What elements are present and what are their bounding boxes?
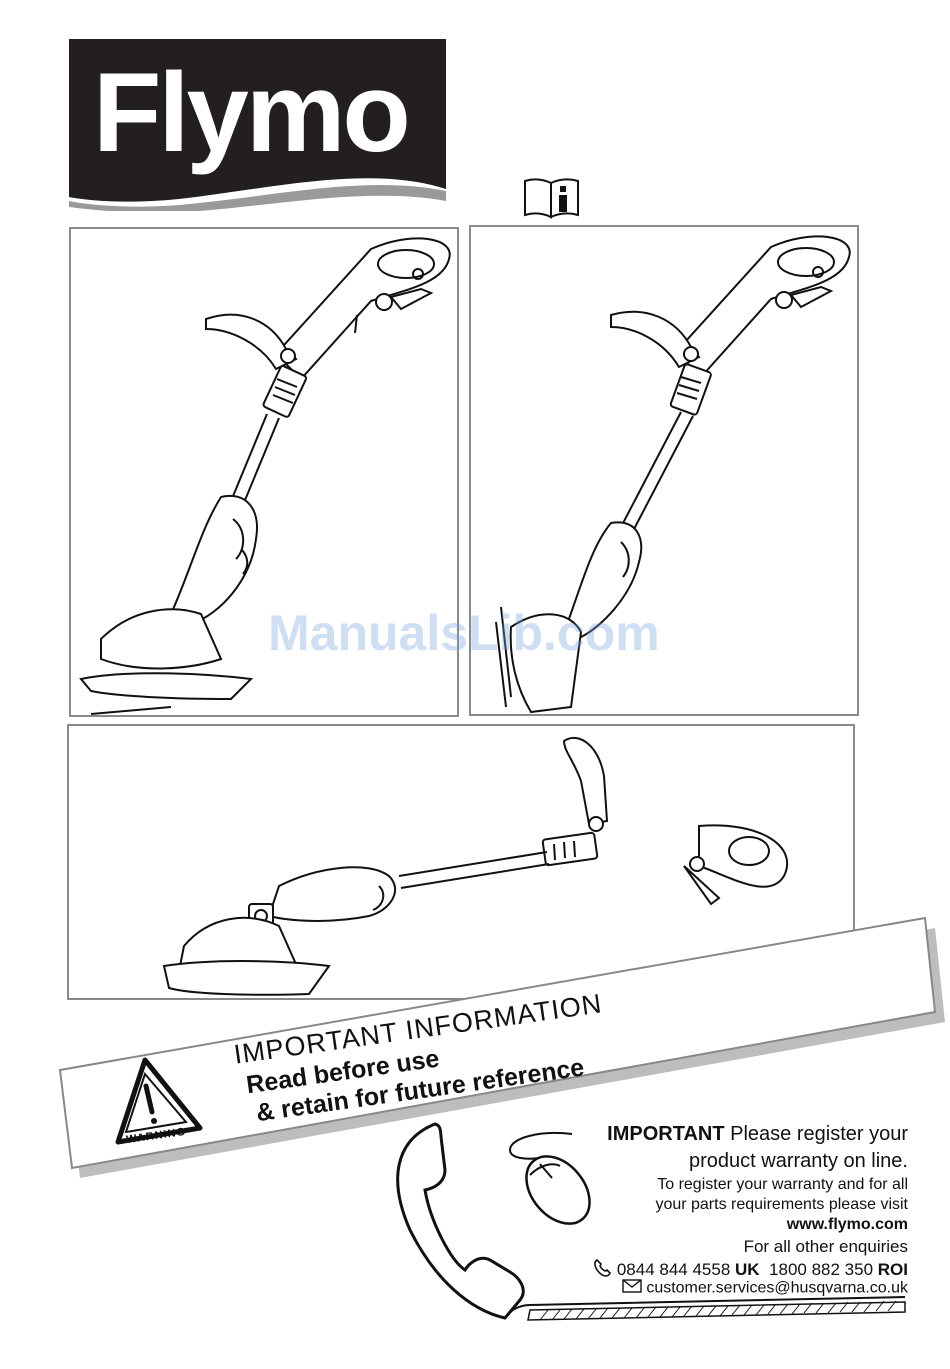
- warranty-line: product warranty on line.: [688, 1150, 908, 1172]
- uk-label: UK: [735, 1259, 760, 1279]
- important-label: IMPORTANT: [607, 1123, 725, 1145]
- logo-text: Flymo: [93, 50, 411, 175]
- illustration-panel-horizontal: [67, 724, 855, 1000]
- envelope-icon: [622, 1279, 643, 1298]
- important-register-line: IMPORTANT Please register your: [607, 1123, 908, 1146]
- email-address[interactable]: customer.services@husqvarna.co.uk: [646, 1279, 908, 1297]
- enquiries-line: For all other enquiries: [743, 1237, 908, 1256]
- roi-label: ROI: [877, 1259, 908, 1279]
- website-link[interactable]: www.flymo.com: [786, 1216, 908, 1233]
- email-line: customer.services@husqvarna.co.uk: [622, 1279, 908, 1298]
- phone-roi[interactable]: 1800 882 350: [769, 1259, 874, 1279]
- manual-info-icon: [522, 177, 582, 219]
- flymo-logo: Flymo: [69, 39, 446, 211]
- warning-triangle-icon: [115, 1057, 203, 1145]
- illustration-panel-edging: [469, 225, 859, 716]
- register-text: Please register your: [724, 1123, 908, 1145]
- mouse-icon: [508, 1132, 591, 1225]
- phone-uk[interactable]: 0844 844 4558: [616, 1259, 731, 1279]
- illustration-panel-upright: [69, 227, 459, 717]
- phone-icon: [593, 1258, 613, 1283]
- register-instructions-2: your parts requirements please visit: [655, 1196, 908, 1213]
- phone-line: 0844 844 4558 UK 1800 882 350 ROI: [593, 1258, 908, 1283]
- watermark: ManualsLib.com: [268, 605, 660, 661]
- register-instructions-1: To register your warranty and for all: [657, 1176, 908, 1193]
